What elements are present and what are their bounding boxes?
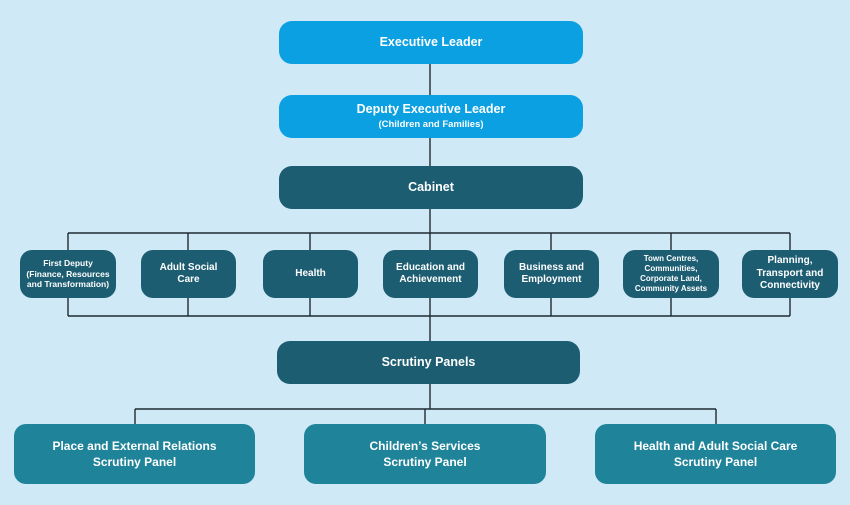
portfolio-planning-transport: Planning, Transport and Connectivity (742, 250, 838, 298)
portfolio-label: Town Centres, Communities, Corporate Lan… (634, 254, 708, 293)
cabinet-box: Cabinet (279, 166, 583, 209)
portfolio-education-achievement: Education and Achievement (383, 250, 478, 298)
scrutiny-panels-label: Scrutiny Panels (381, 354, 476, 369)
portfolio-label: Planning, Transport and Connectivity (756, 255, 824, 292)
panel-title: Children’s Services (369, 438, 481, 453)
cabinet-label: Cabinet (408, 179, 454, 194)
portfolio-label: Adult Social Care (159, 261, 218, 286)
panel-childrens-services: Children’s Services Scrutiny Panel (304, 424, 546, 484)
portfolio-town-centres: Town Centres, Communities, Corporate Lan… (623, 250, 719, 298)
portfolio-adult-social-care: Adult Social Care (141, 250, 236, 298)
portfolio-first-deputy: First Deputy (Finance, Resources and Tra… (20, 250, 116, 298)
portfolio-business-employment: Business and Employment (504, 250, 599, 298)
panel-title: Place and External Relations (52, 438, 217, 453)
panel-subtitle: Scrutiny Panel (673, 455, 758, 469)
portfolio-label: Education and Achievement (396, 261, 465, 286)
panel-title: Health and Adult Social Care (633, 438, 798, 453)
executive-leader-box: Executive Leader (279, 21, 583, 64)
deputy-leader-label: Deputy Executive Leader (356, 101, 506, 116)
portfolio-health: Health (263, 250, 358, 298)
panel-health-adult-social-care: Health and Adult Social Care Scrutiny Pa… (595, 424, 836, 484)
panel-subtitle: Scrutiny Panel (92, 455, 177, 469)
scrutiny-panels-box: Scrutiny Panels (277, 341, 580, 384)
portfolio-label: Health (295, 267, 326, 279)
deputy-leader-subtitle: (Children and Families) (378, 119, 484, 131)
portfolio-label: First Deputy (Finance, Resources and Tra… (26, 258, 110, 290)
deputy-executive-leader-box: Deputy Executive Leader (Children and Fa… (279, 95, 583, 138)
portfolio-label: Business and Employment (518, 261, 585, 286)
panel-subtitle: Scrutiny Panel (383, 455, 467, 469)
executive-leader-label: Executive Leader (379, 34, 483, 49)
panel-place-external-relations: Place and External Relations Scrutiny Pa… (14, 424, 255, 484)
